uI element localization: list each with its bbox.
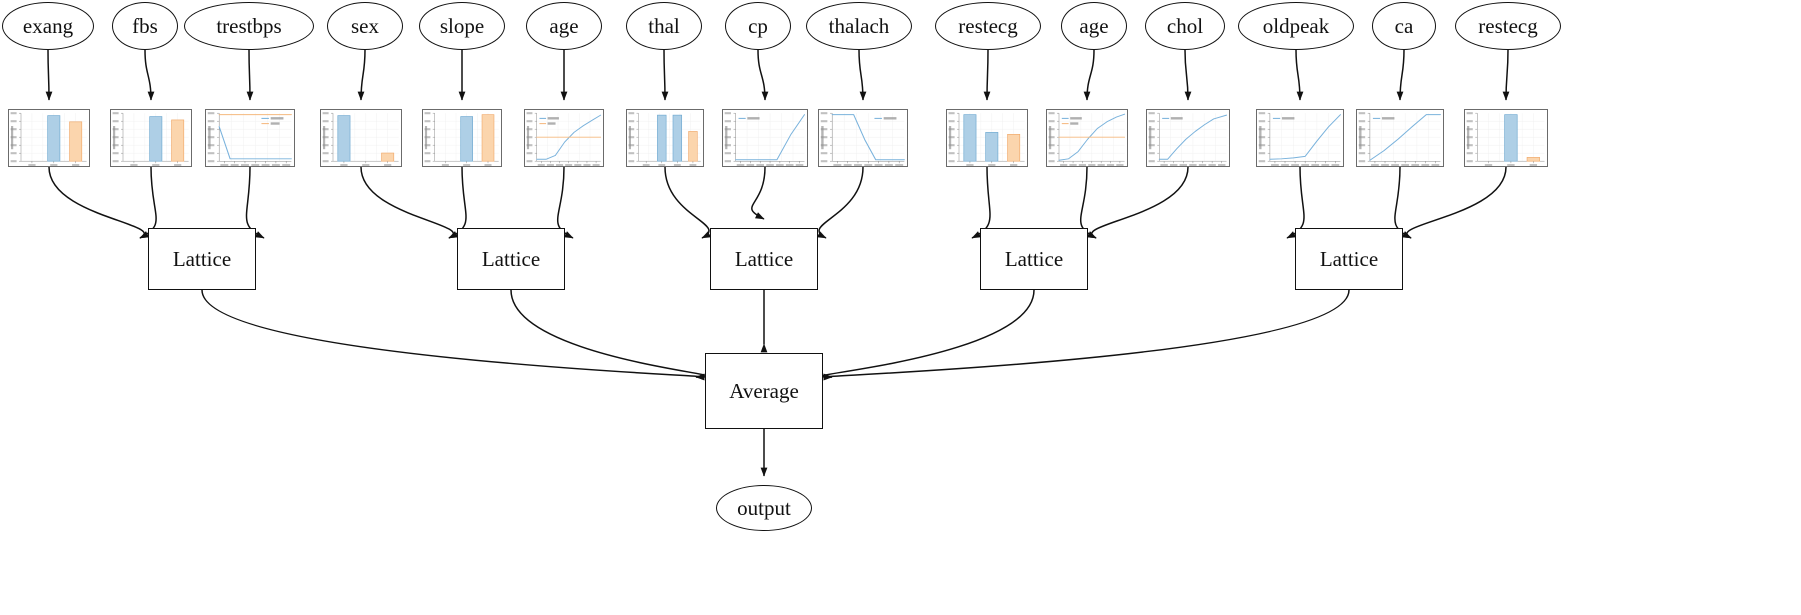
lattice-node-5[interactable]: Lattice <box>1295 228 1403 290</box>
input-node-chol[interactable]: chol <box>1145 2 1225 50</box>
edge-lattice-5-to-average <box>823 289 1350 381</box>
edge-input-fbs-to-calibrator <box>144 49 155 101</box>
calibrator-plot-restecg-9 <box>946 109 1028 167</box>
lattice-node-2[interactable]: Lattice <box>457 228 565 290</box>
calibrator-plot-sex-3 <box>320 109 402 167</box>
calibrator-plot-thal-6 <box>626 109 704 167</box>
edge-input-ca-to-calibrator <box>1396 49 1405 101</box>
input-node-label: age <box>1079 13 1109 38</box>
input-node-exang[interactable]: exang <box>2 2 94 50</box>
edge-input-chol-to-calibrator <box>1184 49 1192 101</box>
edge-input-sex-to-calibrator <box>357 49 366 101</box>
edge-input-age2-to-calibrator <box>1083 49 1095 101</box>
lattice-node-label: Lattice <box>481 246 541 271</box>
input-node-label: oldpeak <box>1262 13 1330 38</box>
lattice-node-label: Lattice <box>1004 246 1064 271</box>
calibrator-plot-slope-4 <box>422 109 502 167</box>
edge-calibrator-7-to-lattice-3 <box>751 166 766 220</box>
input-node-thal[interactable]: thal <box>626 2 702 50</box>
input-node-label: restecg <box>958 13 1018 38</box>
lattice-node-1[interactable]: Lattice <box>148 228 256 290</box>
lattice-node-label: Lattice <box>734 246 794 271</box>
input-node-label: sex <box>351 13 379 38</box>
lattice-node-label: Lattice <box>172 246 232 271</box>
input-node-label: cp <box>748 13 768 38</box>
average-node[interactable]: Average <box>705 353 823 429</box>
calibrator-plot-fbs-1 <box>110 109 192 167</box>
input-node-label: thalach <box>828 13 890 38</box>
edge-input-trestbps-to-calibrator <box>246 49 254 101</box>
input-node-thalach[interactable]: thalach <box>806 2 912 50</box>
edge-calibrator-3-to-lattice-2 <box>360 166 459 239</box>
input-node-age2[interactable]: age <box>1061 2 1127 50</box>
edge-input-thalach-to-calibrator <box>858 49 867 101</box>
calibrator-plot-age-5 <box>524 109 604 167</box>
input-node-cp[interactable]: cp <box>725 2 791 50</box>
calibrator-plot-trestbps-2 <box>205 109 295 167</box>
edge-input-exang-to-calibrator <box>45 49 53 101</box>
edge-lattice-4-to-average <box>820 289 1035 381</box>
input-node-oldpeak[interactable]: oldpeak <box>1238 2 1354 50</box>
input-node-label: age <box>549 13 579 38</box>
input-node-label: exang <box>22 13 74 38</box>
input-node-label: chol <box>1166 13 1204 38</box>
edge-calibrator-6-to-lattice-3 <box>664 166 712 239</box>
input-node-label: trestbps <box>216 13 282 38</box>
output-node-label: output <box>737 495 791 520</box>
lattice-node-4[interactable]: Lattice <box>980 228 1088 290</box>
lattice-node-label: Lattice <box>1319 246 1379 271</box>
edge-calibrator-0-to-lattice-1 <box>48 166 150 239</box>
input-node-label: ca <box>1394 13 1414 38</box>
edge-input-oldpeak-to-calibrator <box>1295 49 1304 101</box>
edge-calibrator-11-to-lattice-4 <box>1086 166 1189 239</box>
edge-input-restecg2-to-calibrator <box>1502 49 1510 101</box>
calibrator-plot-oldpeak-12 <box>1256 109 1344 167</box>
calibrator-plot-ca-13 <box>1356 109 1444 167</box>
edge-calibrator-14-to-lattice-5 <box>1401 166 1507 239</box>
input-node-label: fbs <box>132 13 158 38</box>
output-node[interactable]: output <box>716 485 812 531</box>
calibrator-plot-thalach-8 <box>818 109 908 167</box>
input-node-label: restecg <box>1478 13 1538 38</box>
input-node-ca[interactable]: ca <box>1372 2 1436 50</box>
calibrator-plot-exang-0 <box>8 109 90 167</box>
input-node-fbs[interactable]: fbs <box>112 2 178 50</box>
edge-lattice-2-to-average <box>510 289 709 381</box>
input-node-restecg2[interactable]: restecg <box>1455 2 1561 50</box>
edge-calibrator-8-to-lattice-3 <box>816 166 864 239</box>
input-node-slope[interactable]: slope <box>419 2 505 50</box>
input-node-sex[interactable]: sex <box>327 2 403 50</box>
input-node-restecg1[interactable]: restecg <box>935 2 1041 50</box>
input-node-trestbps[interactable]: trestbps <box>184 2 314 50</box>
calibrator-plot-cp-7 <box>722 109 808 167</box>
edge-input-restecg1-to-calibrator <box>983 49 991 101</box>
input-node-label: thal <box>648 13 680 38</box>
edge-input-thal-to-calibrator <box>661 49 669 101</box>
calibrator-plot-age-10 <box>1046 109 1128 167</box>
edge-input-cp-to-calibrator <box>757 49 769 101</box>
input-node-age1[interactable]: age <box>526 2 602 50</box>
edge-lattice-1-to-average <box>201 289 705 381</box>
calibrator-plot-chol-11 <box>1146 109 1230 167</box>
lattice-node-3[interactable]: Lattice <box>710 228 818 290</box>
calibrator-plot-restecg-14 <box>1464 109 1548 167</box>
input-node-label: slope <box>439 13 485 38</box>
average-node-label: Average <box>729 378 799 403</box>
